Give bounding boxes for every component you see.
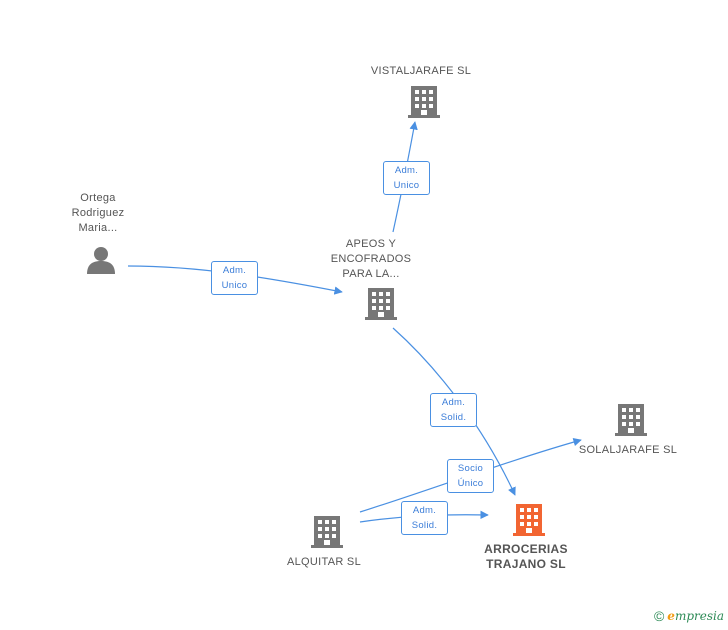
node-label-ortega[interactable]: Ortega Rodriguez Maria... xyxy=(71,192,125,234)
building-icon[interactable] xyxy=(408,86,440,118)
building-icon[interactable] xyxy=(615,404,647,436)
edge-label-apeos-vistaljarafe: Adm. Unico xyxy=(383,161,430,195)
copyright-icon: © xyxy=(653,608,665,624)
building-icon-focus[interactable] xyxy=(513,504,545,536)
building-icon[interactable] xyxy=(365,288,397,320)
person-icon[interactable] xyxy=(87,247,115,274)
node-label-arrocerias[interactable]: ARROCERIAS TRAJANO SL xyxy=(484,542,568,571)
node-label-alquitar[interactable]: ALQUITAR SL xyxy=(286,556,361,568)
edge-label-ortega-apeos: Adm. Unico xyxy=(211,261,258,295)
edge-label-alquitar-arrocerias: Adm. Solid. xyxy=(401,501,448,535)
edge-label-apeos-arrocerias: Adm. Solid. xyxy=(430,393,477,427)
node-label-vistaljarafe[interactable]: VISTALJARAFE SL xyxy=(370,65,472,77)
brand-footer[interactable]: © empresia xyxy=(654,608,724,624)
edge-label-alquitar-solaljarafe: Socio Único xyxy=(447,459,494,493)
node-label-solaljarafe[interactable]: SOLALJARAFE SL xyxy=(578,444,678,456)
brand-logo: empresia xyxy=(667,609,724,623)
building-icon[interactable] xyxy=(311,516,343,548)
node-label-apeos[interactable]: APEOS Y ENCOFRADOS PARA LA... xyxy=(330,238,412,280)
